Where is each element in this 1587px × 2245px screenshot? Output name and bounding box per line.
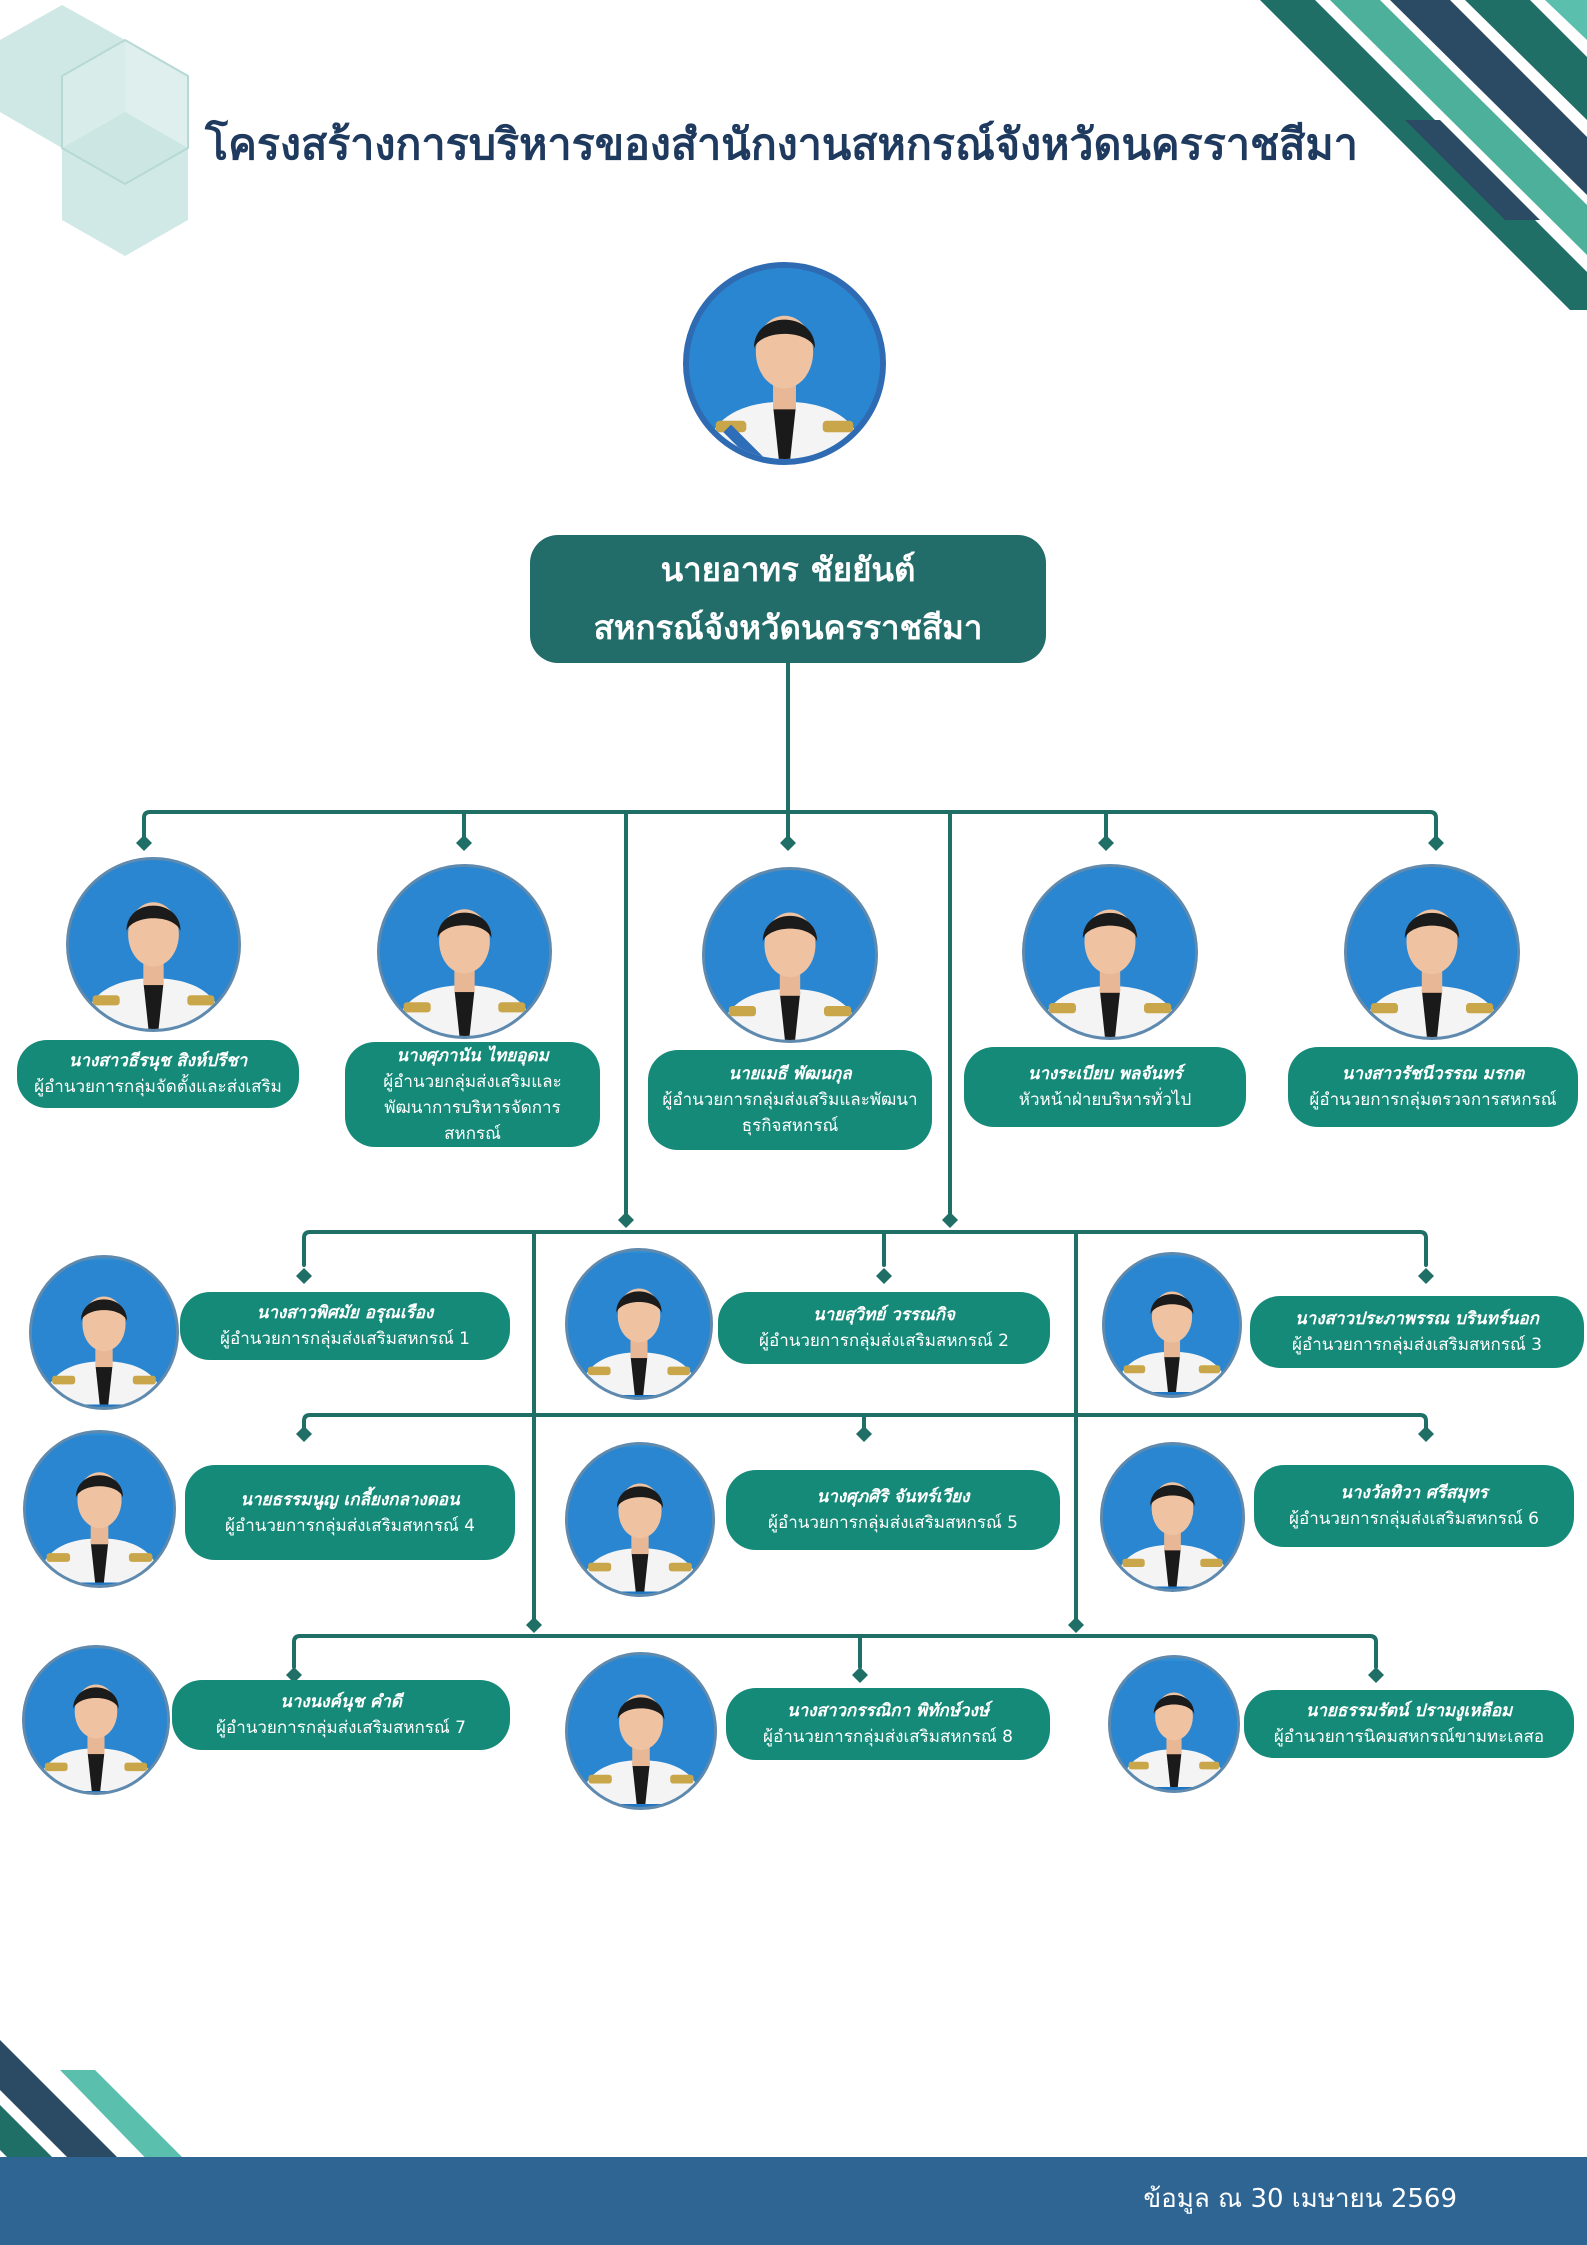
person-name: นายเมธี พัฒนกุล <box>728 1064 852 1084</box>
person-name: นางวัลทิวา ศรีสมุทร <box>1340 1483 1488 1503</box>
person-name: นายธรรมนูญ เกลี้ยงกลางดอน <box>240 1489 460 1510</box>
photo-group-3 <box>1102 1252 1242 1398</box>
card-row1-2: นางศุภานัน ไทยอุดม ผู้อำนวยกลุ่มส่งเสริม… <box>345 1042 600 1147</box>
card-row1-5: นางสาวรัชนีวรรณ มรกต ผู้อำนวยการกลุ่มตรว… <box>1288 1047 1578 1127</box>
portrait-image <box>26 1435 173 1583</box>
photo-row1-5 <box>1344 864 1520 1040</box>
photo-row1-1 <box>66 857 241 1032</box>
photo-group-4 <box>23 1430 176 1588</box>
card-group-4: นายธรรมนูญ เกลี้ยงกลางดอน ผู้อำนวยการกลุ… <box>185 1465 515 1560</box>
card-group-2: นายสุวิทย์ วรรณกิจ ผู้อำนวยการกลุ่มส่งเส… <box>718 1292 1050 1364</box>
card-group-9: นายธรรมรัตน์ ปรามงูเหลือม ผู้อำนวยการนิค… <box>1244 1690 1574 1758</box>
card-group-5: นางศุภศิริ จันทร์เวียง ผู้อำนวยการกลุ่มส… <box>726 1470 1060 1550</box>
card-row1-1: นางสาวธีรนุช สิงห์ปรีชา ผู้อำนวยการกลุ่ม… <box>17 1040 299 1108</box>
person-position: ผู้อำนวยกลุ่มส่งเสริมและ พัฒนาการบริหารจ… <box>383 1071 562 1144</box>
person-position: ผู้อำนวยการนิคมสหกรณ์ขามทะเลสอ <box>1273 1727 1545 1747</box>
person-name: นางศุภศิริ จันทร์เวียง <box>816 1487 970 1507</box>
person-position: ผู้อำนวยการกลุ่มส่งเสริมสหกรณ์ 7 <box>216 1718 466 1738</box>
hexagon-decoration <box>0 5 189 256</box>
person-position: ผู้อำนวยการกลุ่มส่งเสริมสหกรณ์ 1 <box>220 1329 470 1349</box>
person-name: นายสุวิทย์ วรรณกิจ <box>813 1305 955 1325</box>
portrait-image <box>25 1649 167 1791</box>
stripe-decoration-top <box>1260 0 1587 310</box>
card-group-3: นางสาวประภาพรรณ บรินทร์นอก ผู้อำนวยการกล… <box>1250 1296 1584 1368</box>
person-position: ผู้อำนวยการกลุ่มส่งเสริมสหกรณ์ 8 <box>763 1727 1013 1747</box>
person-name: นางสาวธีรนุช สิงห์ปรีชา <box>68 1051 248 1071</box>
footer-date: ข้อมูล ณ 30 เมษายน 2569 <box>1143 2184 1457 2214</box>
page-title: โครงสร้างการบริหารของสำนักงานสหกรณ์จังหว… <box>205 120 1358 170</box>
photo-row1-3 <box>702 867 878 1043</box>
portrait-image <box>1105 1258 1239 1392</box>
portrait-image <box>705 870 875 1040</box>
person-position: ผู้อำนวยการกลุ่มส่งเสริมสหกรณ์ 2 <box>759 1331 1009 1351</box>
photo-group-7 <box>22 1645 170 1795</box>
portrait-image <box>568 1447 712 1592</box>
person-position: ผู้อำนวยการกลุ่มส่งเสริมและพัฒนา ธุรกิจส… <box>662 1090 918 1136</box>
portrait-image <box>32 1260 176 1405</box>
card-row1-3: นายเมธี พัฒนกุล ผู้อำนวยการกลุ่มส่งเสริม… <box>648 1050 932 1150</box>
portrait-image <box>1347 867 1517 1037</box>
photo-group-8 <box>565 1652 717 1810</box>
head-photo <box>683 262 886 465</box>
person-name: นางระเบียบ พลจันทร์ <box>1027 1064 1183 1084</box>
photo-group-5 <box>565 1442 715 1597</box>
person-name: นางสาวประภาพรรณ บรินทร์นอก <box>1295 1309 1539 1329</box>
footer-bar <box>0 2157 1587 2245</box>
photo-group-2 <box>565 1248 713 1400</box>
card-group-7: นางนงค์นุช คำดี ผู้อำนวยการกลุ่มส่งเสริม… <box>172 1680 510 1750</box>
head-portrait-image <box>689 268 880 459</box>
portrait-image <box>69 860 238 1029</box>
portrait-image <box>568 1253 710 1395</box>
person-name: นางสาวพิศมัย อรุณเรือง <box>256 1303 434 1323</box>
photo-row1-4 <box>1022 864 1198 1040</box>
card-group-6: นางวัลทิวา ศรีสมุทร ผู้อำนวยการกลุ่มส่งเ… <box>1254 1465 1574 1547</box>
person-position: ผู้อำนวยการกลุ่มส่งเสริมสหกรณ์ 4 <box>225 1515 475 1536</box>
person-name: นางนงค์นุช คำดี <box>280 1692 402 1712</box>
photo-group-6 <box>1100 1442 1245 1592</box>
person-position: ผู้อำนวยการกลุ่มจัดตั้งและส่งเสริม <box>34 1077 282 1097</box>
person-name: นางสาวรัชนีวรรณ มรกต <box>1341 1064 1525 1084</box>
person-name: นางศุภานัน ไทยอุดม <box>396 1045 549 1066</box>
head-position: สหกรณ์จังหวัดนครราชสีมา <box>593 608 983 647</box>
head-name: นายอาทร ชัยยันต์ <box>660 550 916 589</box>
card-group-8: นางสาวกรรณิกา พิทักษ์วงษ์ ผู้อำนวยการกลุ… <box>726 1688 1050 1760</box>
portrait-image <box>1111 1661 1237 1787</box>
person-name: นายธรรมรัตน์ ปรามงูเหลือม <box>1305 1701 1513 1721</box>
person-position: หัวหน้าฝ่ายบริหารทั่วไป <box>1018 1090 1192 1110</box>
portrait-image <box>380 867 549 1036</box>
head-box: นายอาทร ชัยยันต์ สหกรณ์จังหวัดนครราชสีมา <box>530 535 1046 663</box>
person-position: ผู้อำนวยการกลุ่มส่งเสริมสหกรณ์ 3 <box>1292 1335 1542 1355</box>
person-name: นางสาวกรรณิกา พิทักษ์วงษ์ <box>787 1701 989 1721</box>
photo-group-9 <box>1108 1655 1240 1793</box>
portrait-image <box>1103 1447 1242 1587</box>
card-row1-4: นางระเบียบ พลจันทร์ หัวหน้าฝ่ายบริหารทั่… <box>964 1047 1246 1127</box>
person-position: ผู้อำนวยการกลุ่มส่งเสริมสหกรณ์ 6 <box>1289 1509 1539 1529</box>
portrait-image <box>1025 867 1195 1037</box>
person-position: ผู้อำนวยการกลุ่มตรวจการสหกรณ์ <box>1309 1090 1557 1110</box>
card-group-1: นางสาวพิศมัย อรุณเรือง ผู้อำนวยการกลุ่มส… <box>180 1292 510 1360</box>
person-position: ผู้อำนวยการกลุ่มส่งเสริมสหกรณ์ 5 <box>768 1513 1018 1533</box>
photo-row1-2 <box>377 864 552 1039</box>
photo-group-1 <box>29 1255 179 1410</box>
portrait-image <box>568 1658 714 1804</box>
